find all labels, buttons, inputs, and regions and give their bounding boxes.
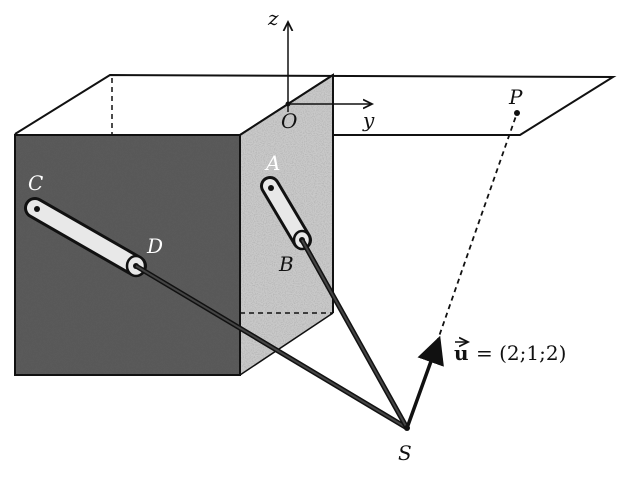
label-c: C (28, 171, 43, 195)
vector-u-name: u (454, 341, 469, 365)
label-s: S (398, 441, 412, 465)
label-z: z (267, 6, 279, 30)
point-o (285, 101, 291, 107)
vector-u-label: u = (2;1;2) (454, 341, 566, 365)
label-a: A (264, 151, 280, 175)
point-c (34, 206, 40, 212)
label-y: y (362, 108, 375, 132)
point-p (514, 110, 520, 116)
label-b: B (278, 252, 294, 276)
pipe-ab (260, 176, 312, 251)
point-a (268, 185, 274, 191)
vector-u-arrow (405, 335, 444, 429)
point-s (404, 425, 410, 431)
vector-u-value: = (2;1;2) (476, 341, 566, 365)
lines-to-s (134, 238, 410, 431)
label-d: D (146, 234, 163, 258)
label-p: P (508, 85, 523, 109)
label-o: O (281, 109, 297, 133)
